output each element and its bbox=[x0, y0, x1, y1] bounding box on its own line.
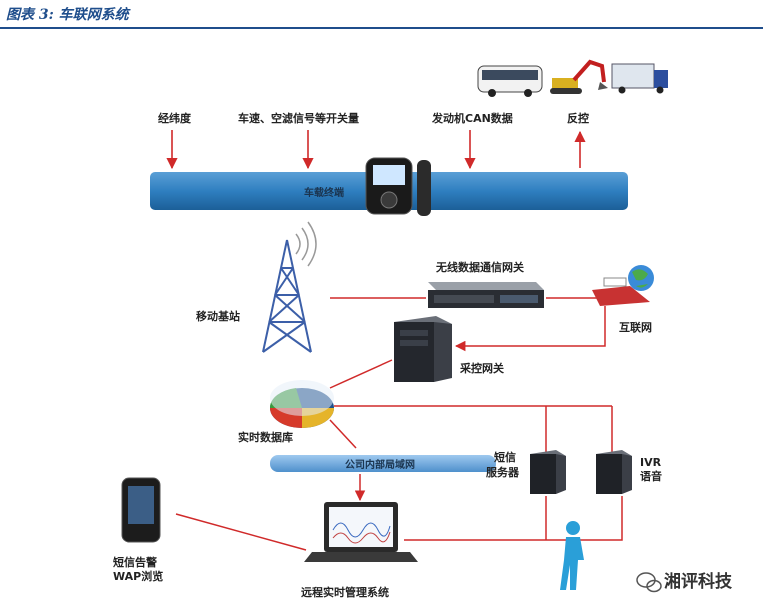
label-lan: 公司内部局域网 bbox=[345, 458, 415, 471]
label-internet: 互联网 bbox=[619, 320, 652, 334]
label-ivr-1: IVR bbox=[640, 456, 662, 469]
radio-wave-icon bbox=[295, 221, 317, 267]
globe-icon bbox=[628, 265, 654, 291]
label-ivr-2: 语音 bbox=[640, 469, 662, 483]
phone-icon bbox=[121, 477, 161, 543]
label-collect-gateway: 采控网关 bbox=[459, 361, 504, 375]
database-pie-icon bbox=[269, 380, 334, 428]
label-sms-server-2: 服务器 bbox=[486, 465, 520, 479]
label-base-station: 移动基站 bbox=[196, 309, 240, 323]
label-sms-alarm-2: WAP浏览 bbox=[113, 569, 163, 583]
link-phone-laptop bbox=[175, 513, 307, 551]
label-sms-server-1: 短信 bbox=[494, 450, 516, 464]
label-sms-alarm-1: 短信告警 bbox=[113, 555, 157, 569]
lan-bar bbox=[270, 455, 496, 472]
link-laptop-ivr bbox=[404, 496, 623, 541]
label-engine-can: 发动机CAN数据 bbox=[431, 111, 513, 125]
label-control: 反控 bbox=[567, 111, 589, 125]
link-db-lan bbox=[329, 419, 357, 449]
tower-icon bbox=[262, 239, 312, 353]
server-tower-icon bbox=[394, 316, 452, 382]
person-icon bbox=[560, 521, 584, 590]
figure-caption: 图表 3: 车联网系统 bbox=[6, 7, 129, 23]
label-vehicle-terminal: 车载终端 bbox=[304, 186, 344, 199]
laptop-icon bbox=[304, 502, 418, 562]
link-collect-db bbox=[329, 359, 393, 389]
label-wireless-gateway: 无线数据通信网关 bbox=[435, 260, 524, 274]
rack-server-icon bbox=[428, 282, 544, 308]
sms-server-icon bbox=[530, 450, 566, 494]
truck-icon bbox=[611, 63, 668, 94]
watermark: 湘评科技 bbox=[664, 571, 733, 592]
caption-rule bbox=[0, 27, 763, 29]
excavator-icon bbox=[550, 59, 608, 94]
bus-icon bbox=[477, 65, 543, 97]
label-sensors: 车速、空滤信号等开关量 bbox=[238, 111, 359, 125]
ship-icon bbox=[592, 277, 650, 306]
wechat-icon bbox=[636, 572, 662, 593]
ivr-server-icon bbox=[596, 450, 632, 494]
label-gps: 经纬度 bbox=[158, 111, 192, 125]
label-realtime-db: 实时数据库 bbox=[238, 430, 293, 444]
label-remote-mgmt: 远程实时管理系统 bbox=[301, 585, 389, 599]
link-internet-collect bbox=[454, 306, 606, 352]
vehicle-terminal-icon bbox=[365, 157, 431, 216]
